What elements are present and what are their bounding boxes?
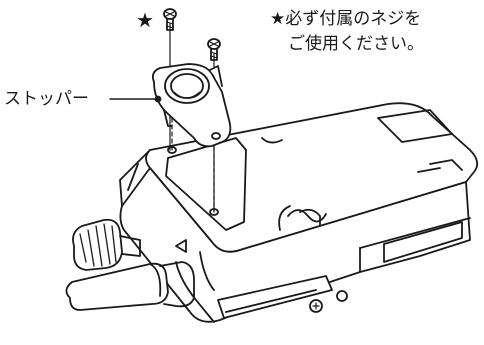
volume-knob [72,218,141,271]
note-line-2: ご使用ください。 [288,34,424,54]
radio-body [119,102,479,323]
antenna [65,261,195,311]
stopper-label: ストッパー [4,89,89,109]
star-mark-label: ★ [136,8,154,32]
stopper-bracket [151,63,232,148]
note-line-1: ★必ず付属のネジを [270,9,422,29]
stopper-leader [109,95,162,103]
screw-starred [163,8,177,31]
screw [207,38,221,61]
